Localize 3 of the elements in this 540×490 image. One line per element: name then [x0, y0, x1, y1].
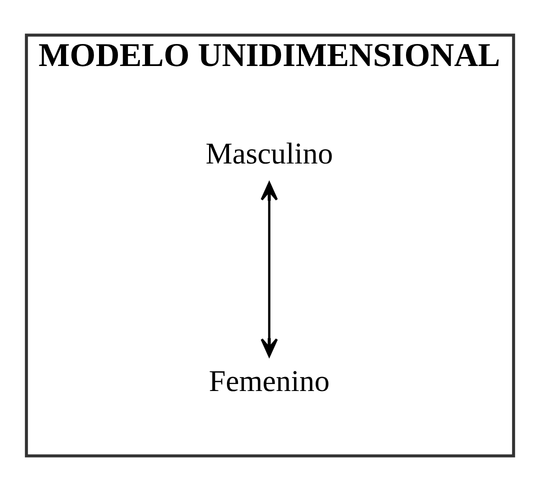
arrow [260, 181, 278, 356]
node-text: Femenino [208, 364, 330, 398]
node-text: Masculino [206, 136, 333, 170]
